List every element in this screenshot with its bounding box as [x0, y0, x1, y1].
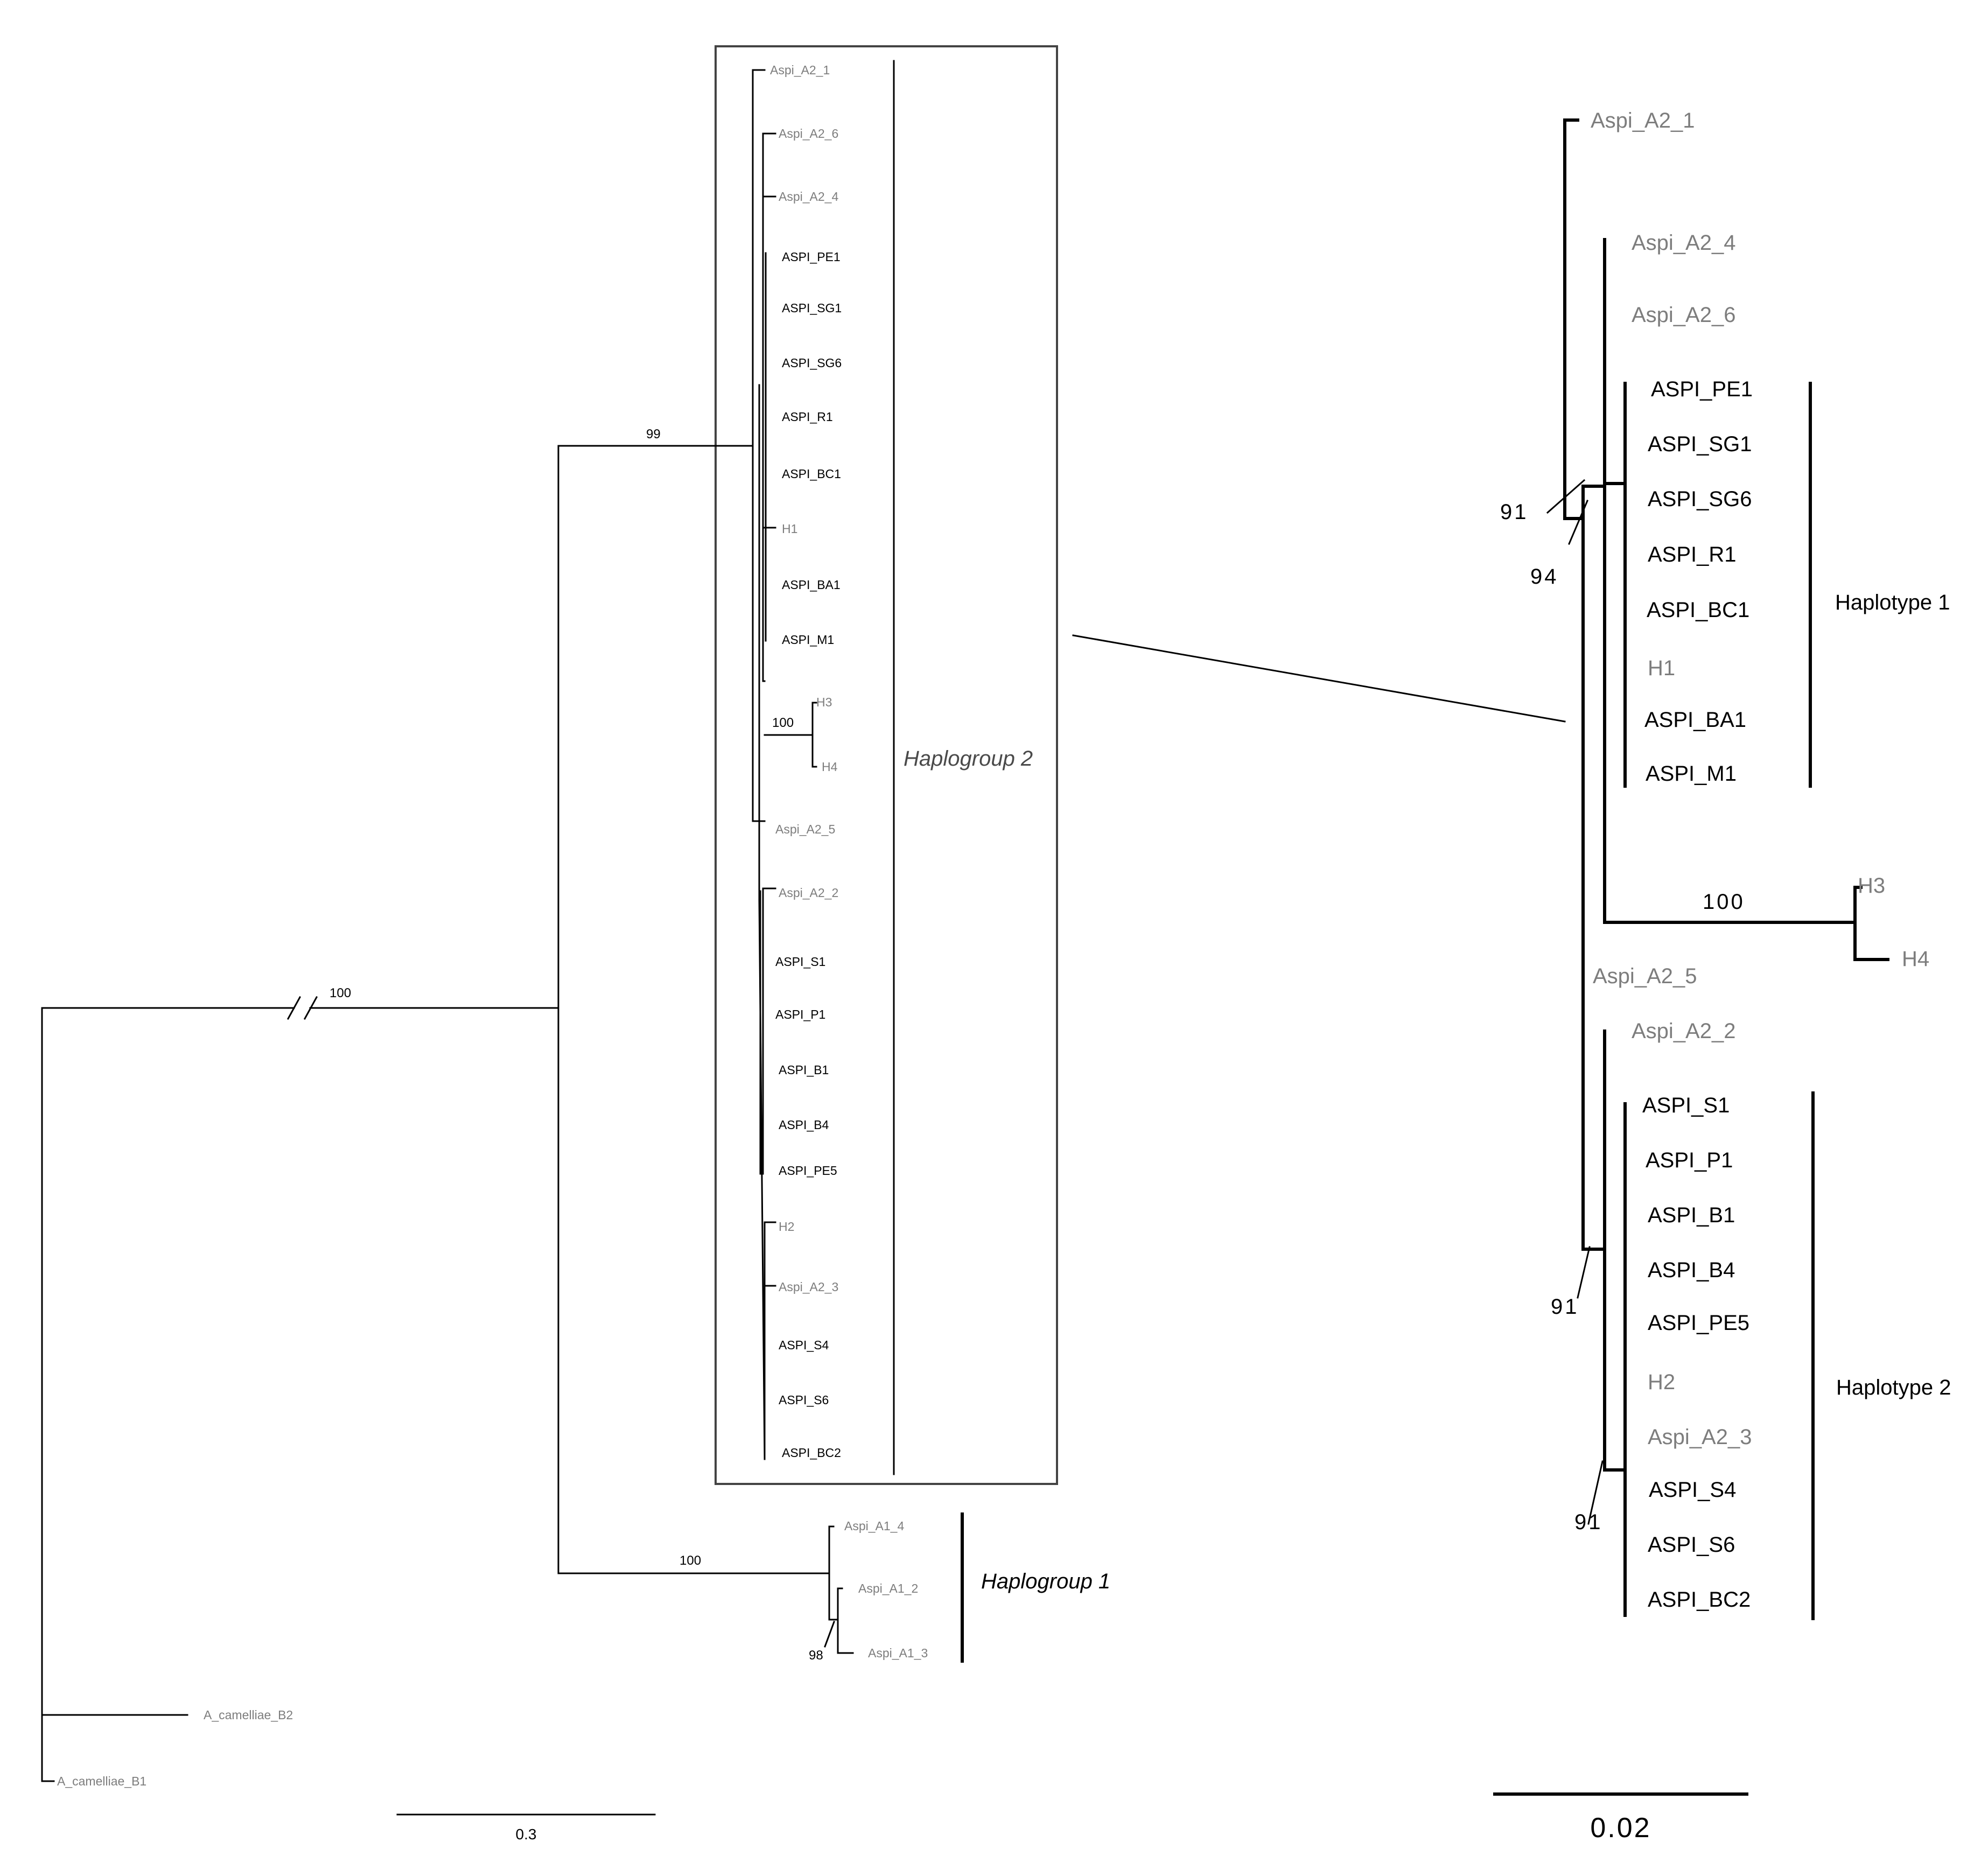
taxon-label: Aspi_A2_2: [779, 886, 838, 900]
taxon-label: ASPI_B1: [779, 1063, 829, 1077]
taxon-label: ASPI_M1: [1646, 762, 1737, 786]
haplotype-1-label: Haplotype 1: [1835, 591, 1950, 614]
taxon-label: ASPI_P1: [775, 1007, 825, 1021]
taxon-label: H4: [822, 760, 838, 774]
zoomed-tree: Aspi_A2_1 Aspi_A2_4 Aspi_A2_6 ASPI_PE1 A…: [1493, 109, 1951, 1844]
taxon-label: ASPI_BA1: [1644, 708, 1746, 732]
taxon-label: H4: [1902, 947, 1929, 971]
taxon-label: ASPI_PE1: [782, 250, 841, 264]
taxon-label: Aspi_A2_6: [779, 127, 838, 141]
taxon-label: H1: [1648, 656, 1675, 680]
taxon-label: H3: [816, 695, 832, 709]
taxon-label: Aspi_A1_3: [868, 1646, 928, 1660]
zoomed-taxon-labels: Aspi_A2_1 Aspi_A2_4 Aspi_A2_6 ASPI_PE1 A…: [1591, 109, 1929, 1612]
haplogroup-2-label: Haplogroup 2: [904, 747, 1033, 771]
support-value: 98: [809, 1648, 823, 1663]
haplogroup-2-box: [715, 45, 1058, 1485]
taxon-label: ASPI_BA1: [782, 578, 841, 592]
taxon-label: ASPI_R1: [782, 410, 833, 424]
haplotype-2-label: Haplotype 2: [1836, 1376, 1951, 1399]
zoom-connector-line: [1072, 634, 1566, 723]
taxon-label: H2: [779, 1220, 794, 1234]
support-value: 99: [646, 427, 661, 442]
support-value: 100: [772, 716, 794, 730]
taxon-label: Aspi_A2_2: [1632, 1019, 1735, 1043]
taxon-label: ASPI_S6: [1648, 1533, 1735, 1557]
taxon-label: ASPI_P1: [1646, 1148, 1733, 1172]
support-value: 100: [330, 986, 351, 1000]
overview-tree: Aspi_A2_1 Aspi_A2_6 Aspi_A2_4 ASPI_PE1 A…: [41, 45, 1110, 1843]
haplogroup-1-label: Haplogroup 1: [981, 1570, 1110, 1593]
taxon-label: ASPI_R1: [1648, 543, 1737, 566]
taxon-label: A_camelliae_B2: [204, 1708, 293, 1722]
taxon-label: Aspi_A2_1: [1591, 109, 1695, 132]
support-value: 91: [1551, 1295, 1579, 1319]
taxon-label: Aspi_A2_6: [1632, 303, 1735, 327]
taxon-label: Aspi_A2_1: [770, 63, 830, 77]
taxon-label: ASPI_BC2: [1648, 1588, 1751, 1612]
taxon-label: Aspi_A2_5: [775, 822, 835, 836]
support-value: 91: [1574, 1510, 1603, 1534]
taxon-label: Aspi_A2_4: [779, 190, 838, 204]
taxon-label: ASPI_B1: [1648, 1203, 1735, 1227]
overview-taxon-labels: Aspi_A2_1 Aspi_A2_6 Aspi_A2_4 ASPI_PE1 A…: [57, 63, 928, 1788]
taxon-label: H1: [782, 522, 797, 536]
taxon-label: ASPI_SG1: [1648, 432, 1752, 456]
overview-scale-label: 0.3: [516, 1826, 537, 1843]
taxon-label: ASPI_B4: [1648, 1258, 1735, 1282]
zoomed-branches: [1546, 118, 1889, 1620]
support-value: 100: [1703, 890, 1745, 914]
taxon-label: ASPI_B4: [779, 1118, 829, 1132]
taxon-label: ASPI_BC1: [782, 467, 841, 481]
taxon-label: ASPI_S1: [775, 955, 825, 969]
support-value: 91: [1500, 500, 1529, 524]
zoomed-support-values: 91 94 100 91 91: [1500, 500, 1745, 1534]
taxon-label: ASPI_PE1: [1651, 377, 1753, 401]
taxon-label: ASPI_BC2: [782, 1446, 841, 1460]
taxon-label: ASPI_SG6: [1648, 487, 1752, 511]
taxon-label: Aspi_A2_3: [1648, 1425, 1752, 1449]
taxon-label: ASPI_SG1: [782, 301, 842, 315]
taxon-label: A_camelliae_B1: [57, 1774, 146, 1788]
taxon-label: Aspi_A2_3: [779, 1280, 838, 1294]
taxon-label: ASPI_PE5: [779, 1164, 837, 1178]
support-value: 100: [680, 1553, 701, 1568]
zoomed-scale-label: 0.02: [1590, 1812, 1651, 1844]
taxon-label: Aspi_A1_4: [844, 1519, 904, 1533]
taxon-label: ASPI_M1: [782, 633, 834, 647]
taxon-label: ASPI_BC1: [1647, 598, 1749, 622]
taxon-label: ASPI_S6: [779, 1393, 829, 1407]
taxon-label: ASPI_S1: [1642, 1094, 1730, 1117]
support-value: 94: [1530, 565, 1559, 589]
taxon-label: Aspi_A2_4: [1632, 231, 1735, 255]
taxon-label: H3: [1858, 874, 1885, 898]
taxon-label: ASPI_S4: [1649, 1478, 1736, 1502]
taxon-label: Aspi_A1_2: [858, 1581, 918, 1595]
overview-support-values: 99 100 100 100 98: [330, 427, 823, 1663]
taxon-label: ASPI_SG6: [782, 356, 842, 370]
taxon-label: H2: [1648, 1370, 1675, 1394]
overview-branches: [41, 60, 964, 1782]
taxon-label: ASPI_PE5: [1648, 1311, 1749, 1335]
taxon-label: Aspi_A2_5: [1593, 964, 1697, 988]
taxon-label: ASPI_S4: [779, 1338, 829, 1352]
